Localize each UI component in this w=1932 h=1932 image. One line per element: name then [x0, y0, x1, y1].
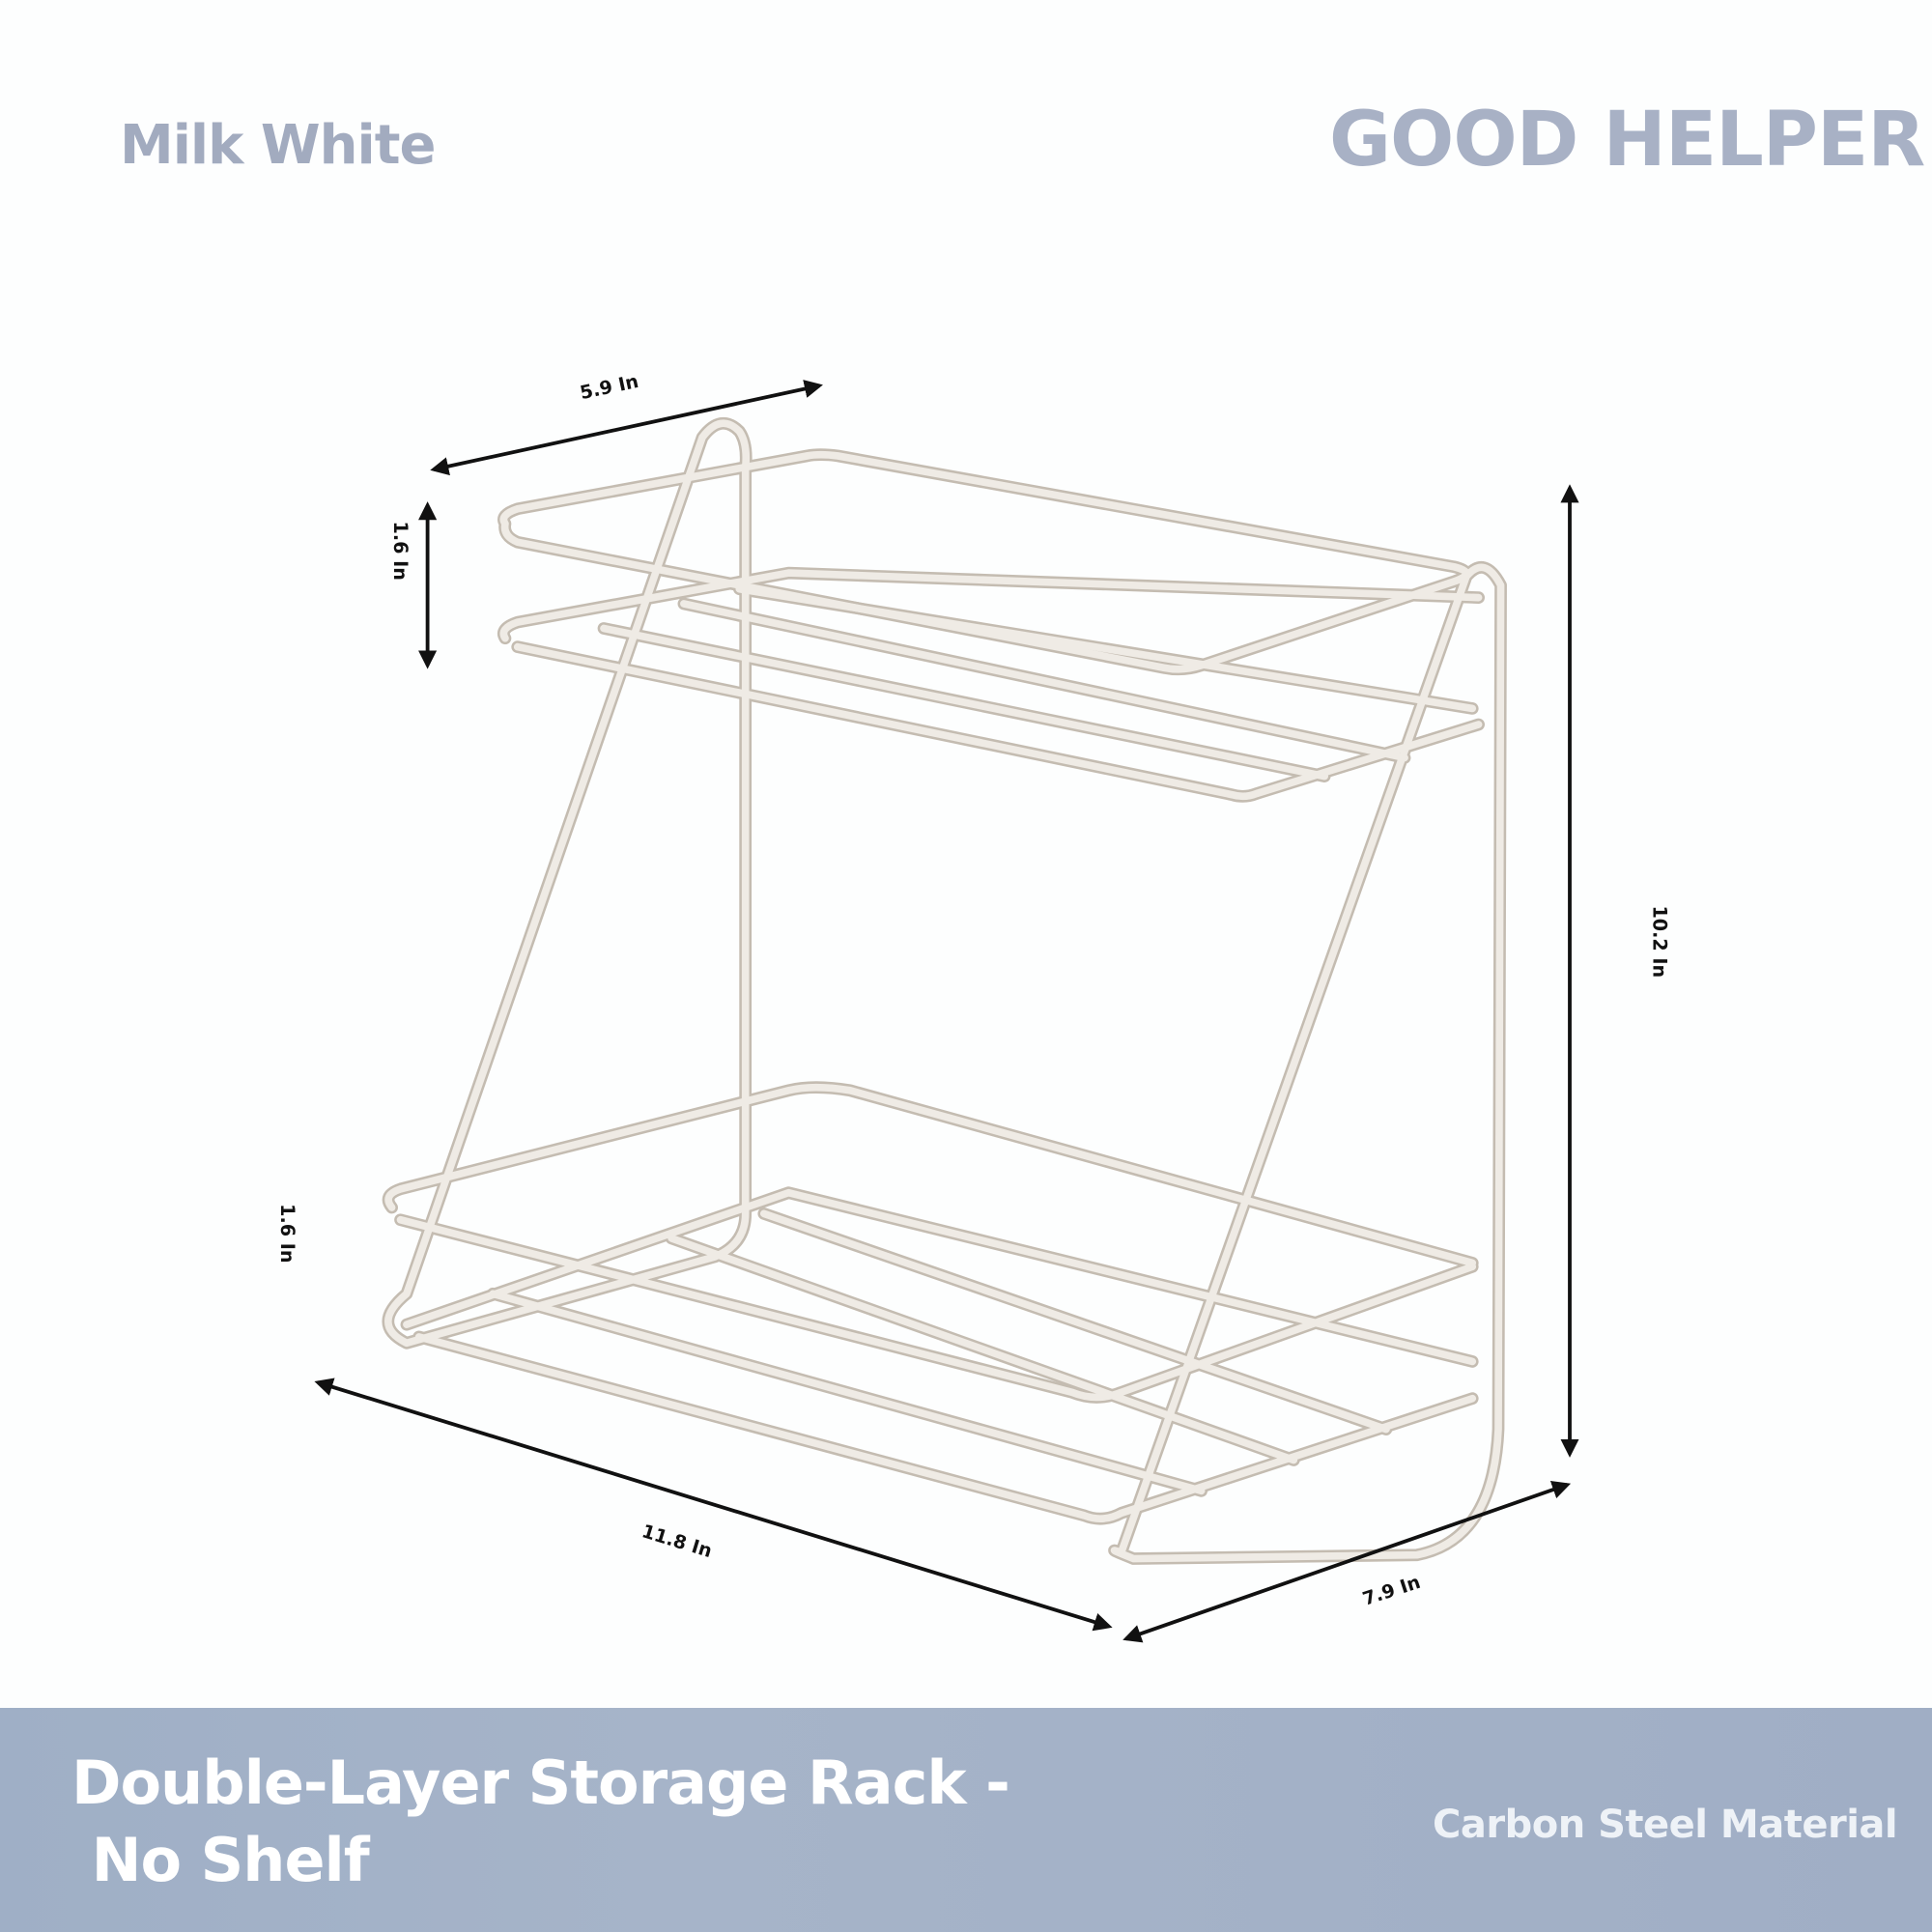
- rack-frame: [382, 416, 1507, 1565]
- arrow-depth-bottom: [1122, 1481, 1572, 1643]
- product-title: Double-Layer Storage Rack - No Shelf: [71, 1745, 1010, 1899]
- material-label: Carbon Steel Material: [1433, 1803, 1898, 1847]
- dim-width: 11.8 In: [639, 1520, 715, 1562]
- dimension-arrows: [314, 380, 1579, 1643]
- footer-band: [0, 1708, 1932, 1932]
- title-line-1: Double-Layer Storage Rack -: [71, 1747, 1010, 1818]
- dim-height: 10.2 In: [1649, 906, 1671, 979]
- dim-depth-top: 5.9 In: [578, 370, 640, 404]
- arrow-depth-top: [430, 380, 823, 476]
- dim-top-rail: 1.6 In: [389, 522, 412, 581]
- brand-logo: GOOD HELPER: [1329, 97, 1925, 184]
- title-line-2: No Shelf: [71, 1825, 370, 1895]
- dim-bottom-rail: 1.6 In: [276, 1204, 298, 1263]
- color-label: Milk White: [120, 114, 436, 177]
- dim-depth-bottom: 7.9 In: [1360, 1571, 1423, 1610]
- arrow-width: [314, 1378, 1113, 1632]
